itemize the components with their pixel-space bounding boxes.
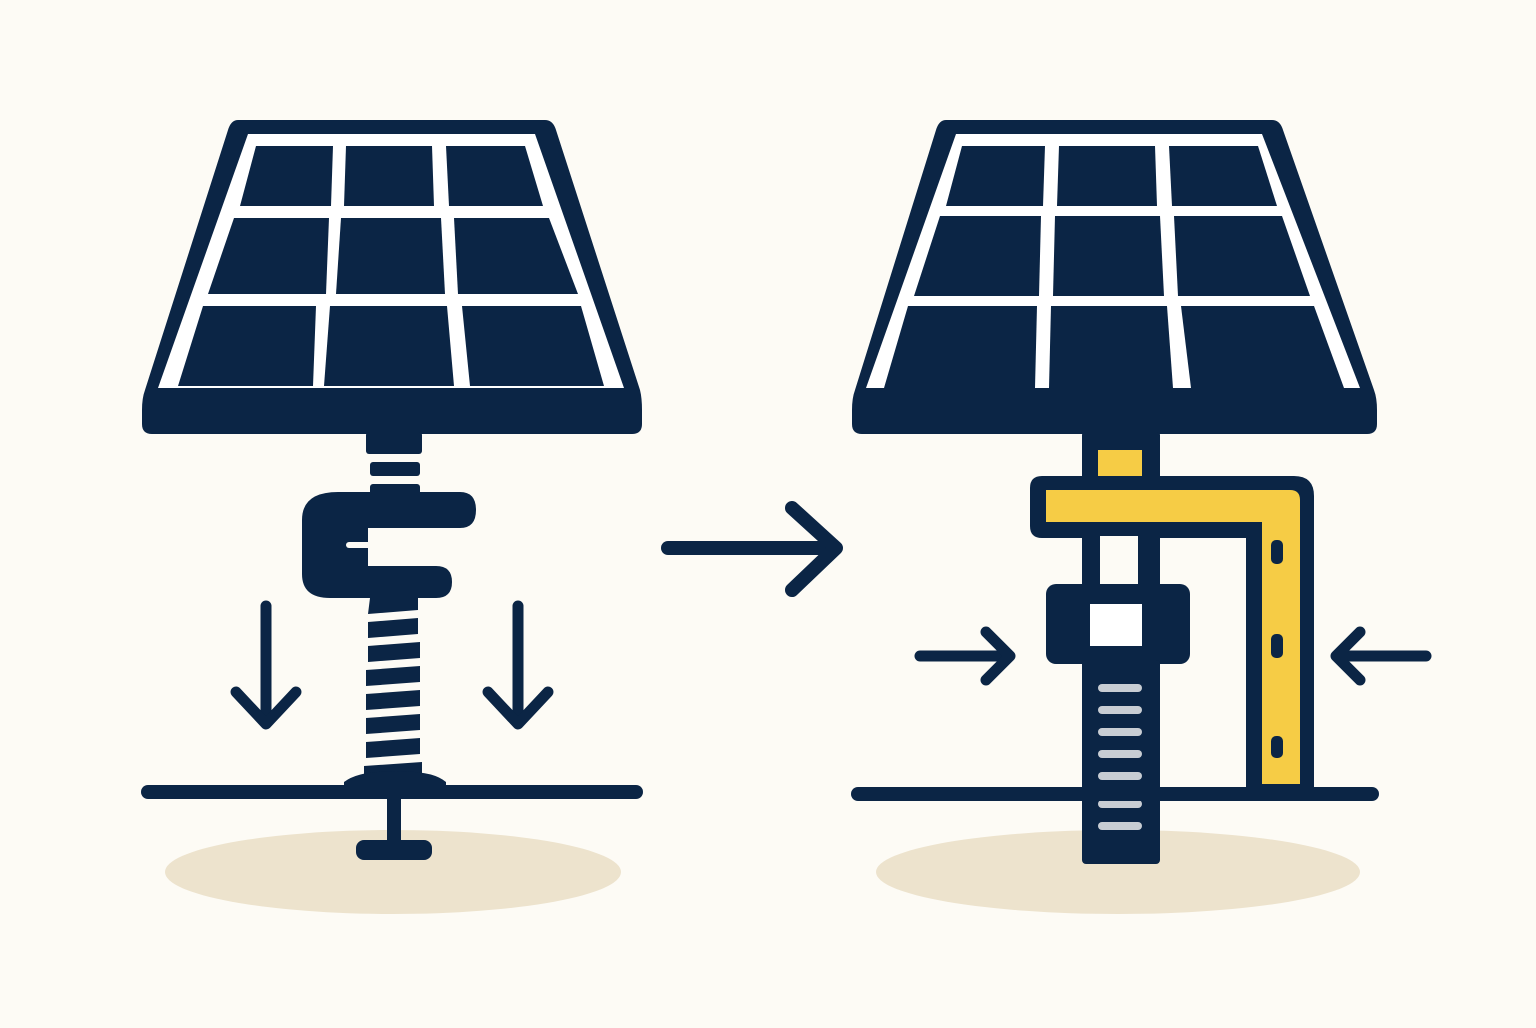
left-panel-cell [240, 146, 333, 206]
right-panel-cells [884, 146, 1344, 388]
right-ground-shadow [876, 830, 1360, 914]
left-panel-cell [178, 306, 316, 386]
pile-foot [356, 840, 432, 860]
right-panel-cell [1057, 146, 1157, 206]
post-upper-window [1100, 536, 1138, 584]
hex-nut-face [1090, 604, 1142, 646]
left-panel-cell [446, 146, 543, 206]
clamp-slot [346, 542, 396, 548]
pile-below-ground [387, 796, 401, 846]
bolt-thread [1098, 822, 1142, 830]
right-panel-cell [1053, 216, 1164, 296]
left-panel-cell [462, 306, 604, 386]
right-arrow-icon [661, 501, 843, 597]
right-panel-cell [946, 146, 1045, 206]
right-panel-cell [884, 306, 1037, 388]
bolt-thread [1098, 772, 1142, 780]
bracket-mount [1030, 432, 1314, 864]
pile-spacer [370, 462, 420, 476]
bolt-thread [1098, 800, 1142, 808]
right-illustration [851, 120, 1432, 914]
right-pointing-arrow-icon [914, 626, 1016, 686]
left-pointing-arrow-icon [1330, 626, 1432, 686]
left-solar-panel [142, 120, 642, 434]
right-panel-cell [914, 216, 1041, 296]
c-clamp-bracket [302, 492, 476, 598]
left-panel-cell [324, 306, 454, 386]
left-panel-cell [454, 218, 578, 294]
bolt-thread [1098, 684, 1142, 692]
left-panel-cell [344, 146, 434, 206]
left-panel-cells [178, 146, 604, 386]
helical-screw-pile [302, 432, 476, 860]
right-panel-cell [1174, 216, 1310, 296]
down-arrow-icon [230, 600, 302, 730]
right-panel-cell [1169, 146, 1277, 206]
left-panel-cell [336, 218, 445, 294]
bracket-hole [1271, 736, 1283, 758]
post-collar-band [1098, 450, 1142, 476]
right-panel-cell [1049, 306, 1173, 388]
bolt-thread [1098, 750, 1142, 758]
left-panel-cell [208, 218, 329, 294]
bolt-thread [1098, 728, 1142, 736]
left-ground-shadow [165, 830, 621, 914]
down-arrow-icon [482, 600, 554, 730]
bracket-hole [1271, 634, 1283, 658]
bracket-hole [1271, 540, 1283, 564]
right-panel-cell [1181, 306, 1344, 388]
right-solar-panel [852, 120, 1377, 434]
pile-top-collar [366, 432, 422, 454]
left-illustration [141, 120, 643, 914]
screw-shaft-threads [364, 598, 422, 780]
bolt-threads [1098, 684, 1142, 830]
bolt-thread [1098, 706, 1142, 714]
